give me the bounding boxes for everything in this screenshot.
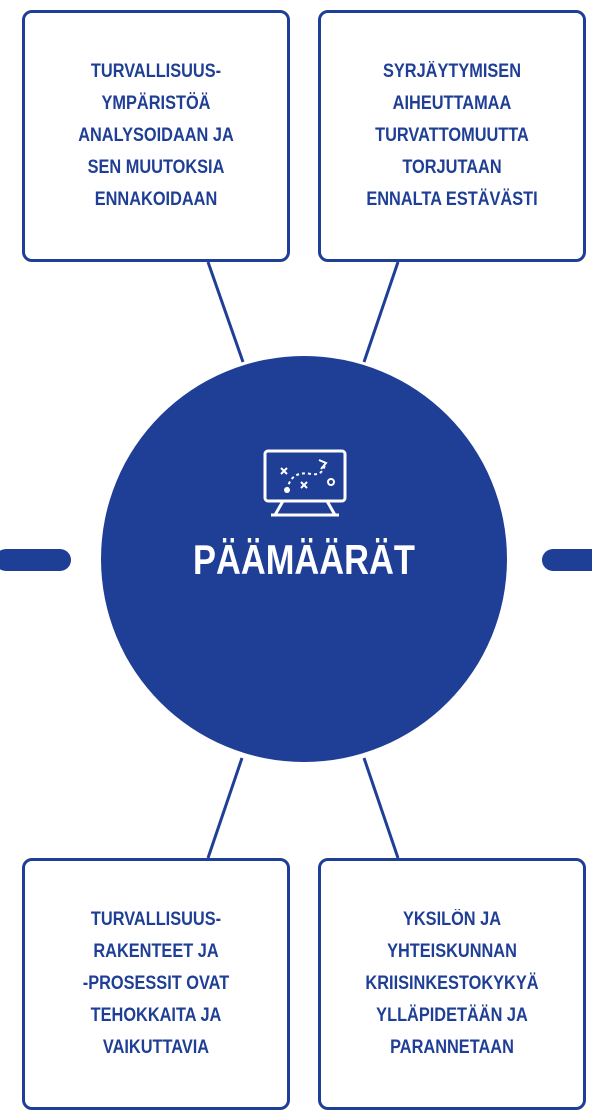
connector-bottom-right xyxy=(362,757,400,859)
connector-top-right xyxy=(362,261,400,363)
strategy-board-icon xyxy=(263,449,347,517)
connector-top-left xyxy=(206,261,245,363)
goal-box-top-right: SYRJÄYTYMISEN AIHEUTTAMAA TURVATTOMUUTTA… xyxy=(318,10,586,262)
goal-text-bottom-right: YKSILÖN JA YHTEISKUNNAN KRIISINKESTOKYKY… xyxy=(365,909,539,1058)
goal-text-top-left: TURVALLISUUS- YMPÄRISTÖÄ ANALYSOIDAAN JA… xyxy=(78,61,234,210)
goal-text-top-right: SYRJÄYTYMISEN AIHEUTTAMAA TURVATTOMUUTTA… xyxy=(366,61,538,210)
goal-box-bottom-right: YKSILÖN JA YHTEISKUNNAN KRIISINKESTOKYKY… xyxy=(318,858,586,1110)
goal-text-bottom-left: TURVALLISUUS- RAKENTEET JA -PROSESSIT OV… xyxy=(82,909,230,1058)
goal-box-bottom-left: TURVALLISUUS- RAKENTEET JA -PROSESSIT OV… xyxy=(22,858,290,1110)
goal-box-top-left: TURVALLISUUS- YMPÄRISTÖÄ ANALYSOIDAAN JA… xyxy=(22,10,290,262)
center-title: PÄÄMÄÄRÄT xyxy=(193,536,415,583)
center-circle xyxy=(101,356,507,762)
connector-bottom-left xyxy=(206,757,244,859)
